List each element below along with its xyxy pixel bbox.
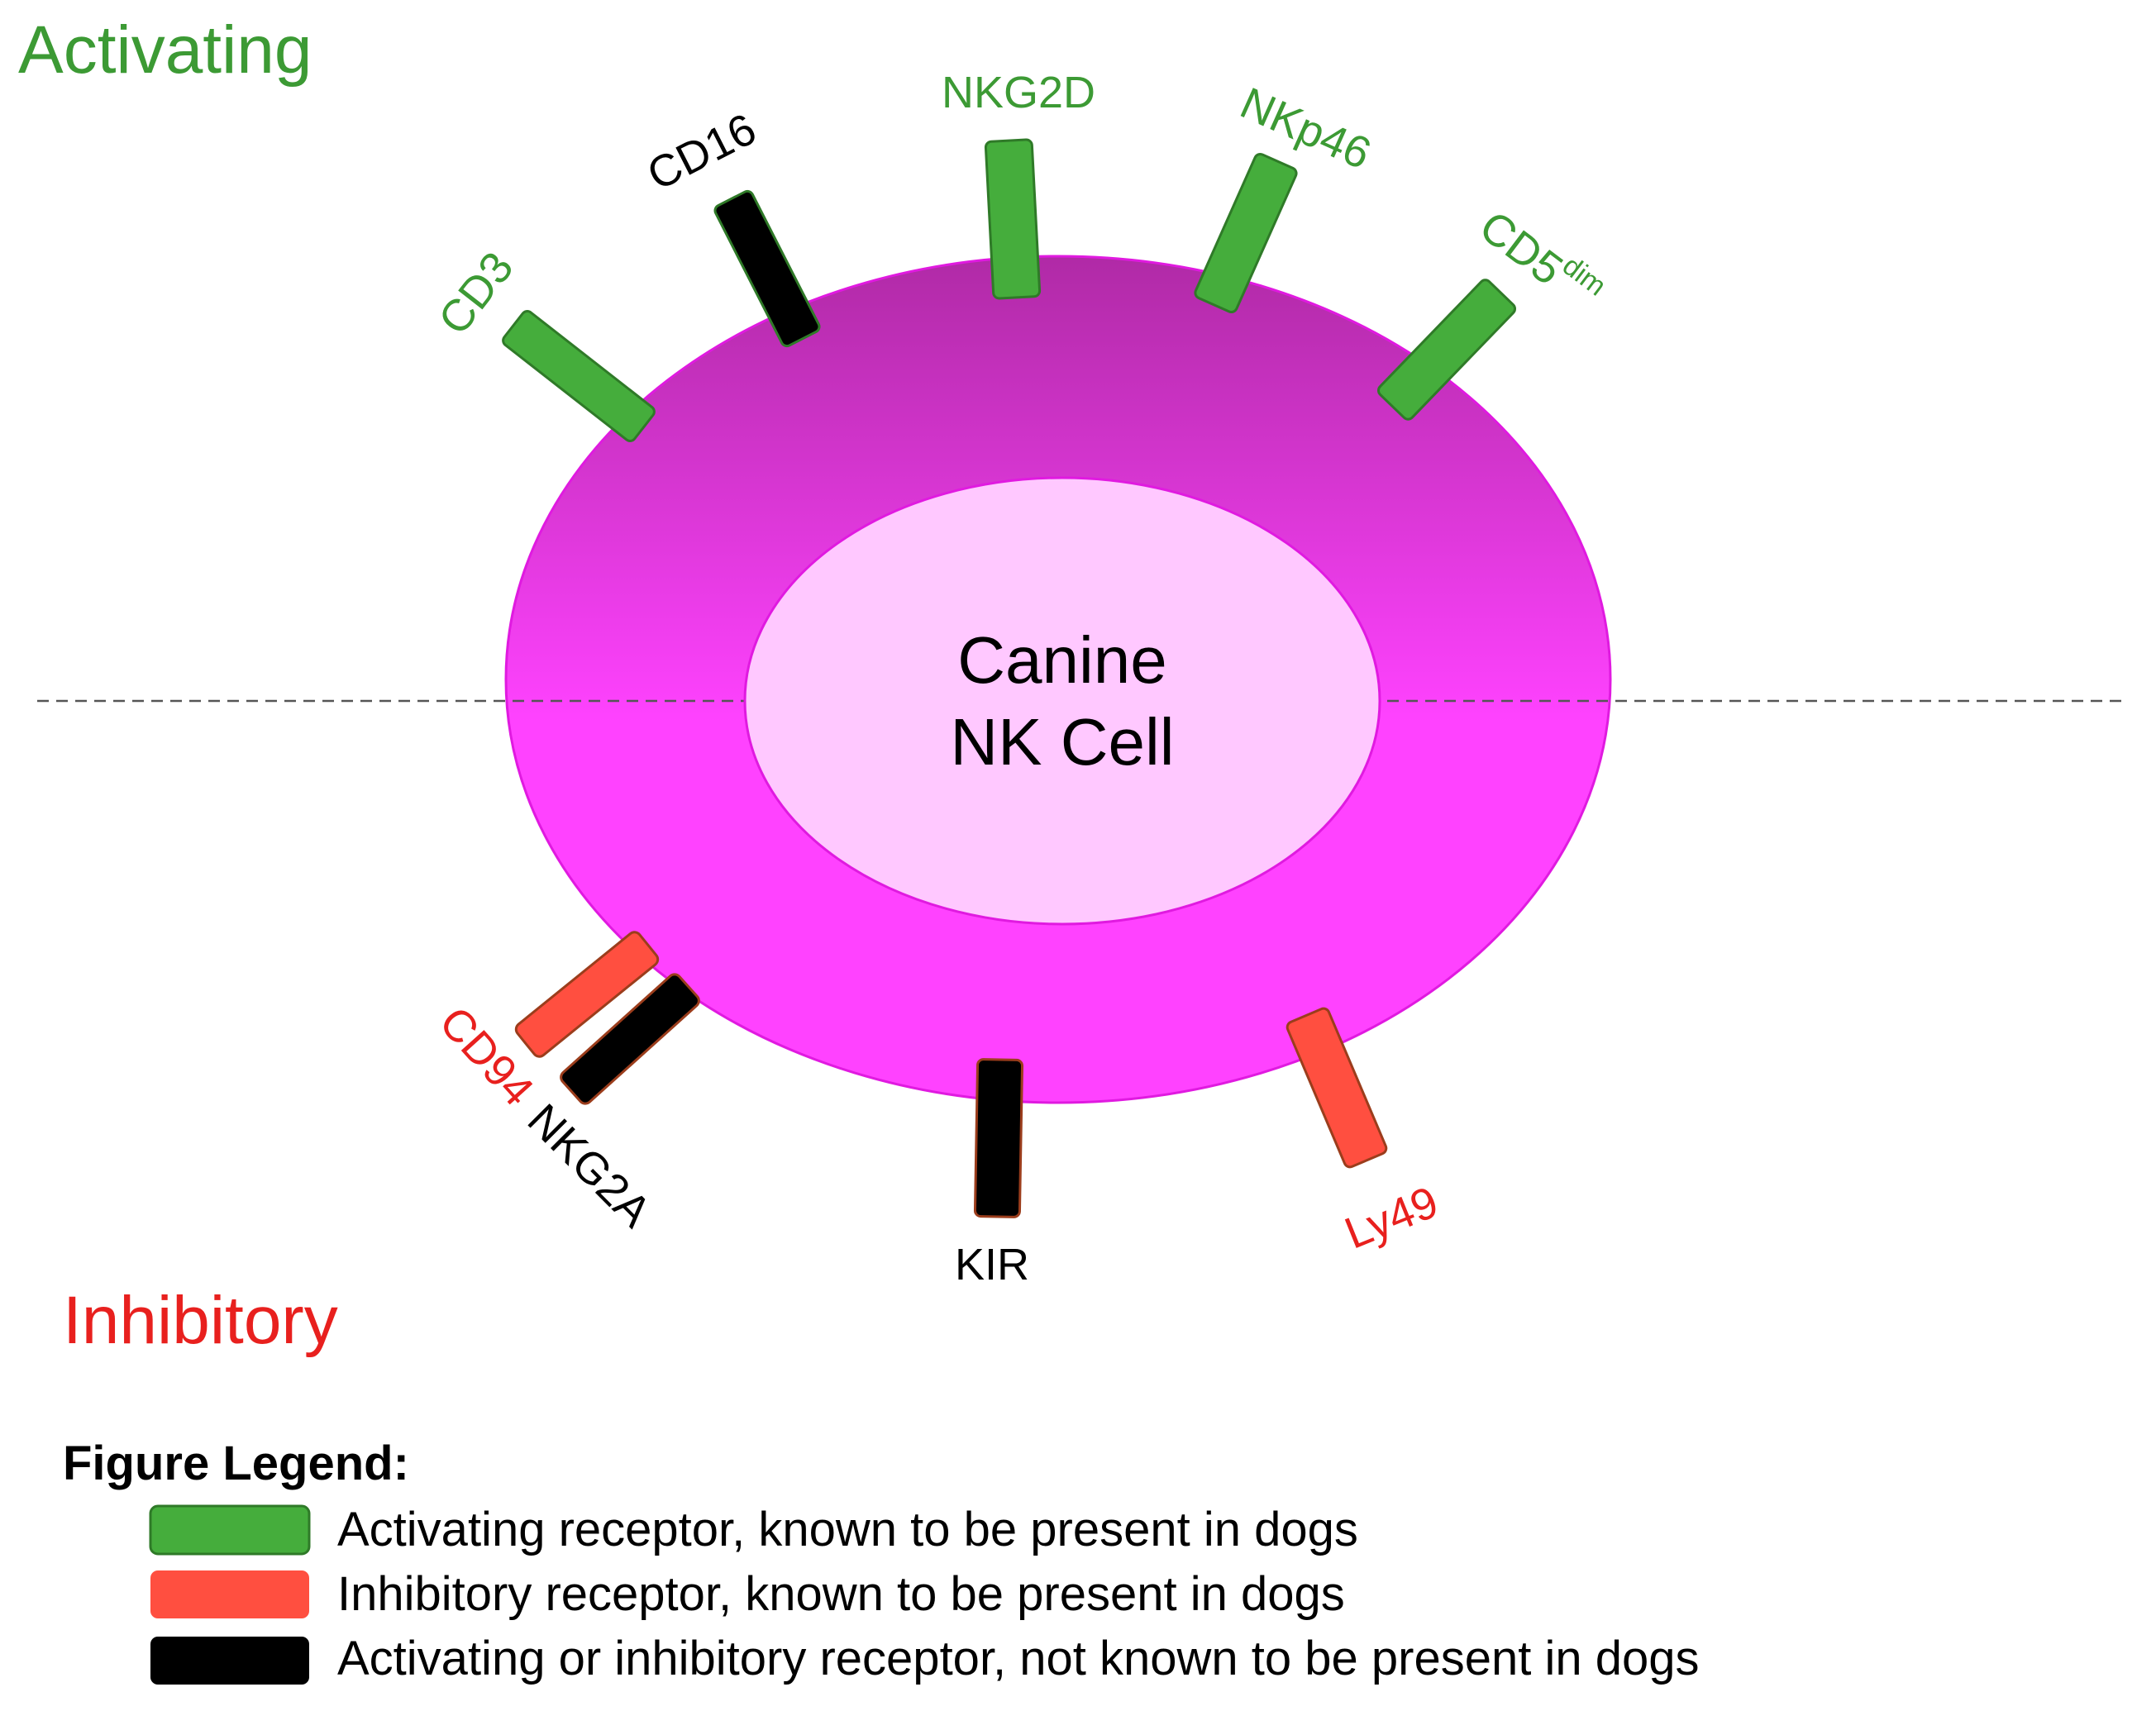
- legend-item-activating: Activating receptor, known to be present…: [337, 1503, 1358, 1556]
- receptor-cd3-label: CD3: [429, 243, 523, 344]
- receptor-cd5: [1376, 279, 1517, 421]
- receptor-cd16-label: CD16: [640, 104, 764, 200]
- receptor-nkg2d-bar: [984, 138, 1042, 300]
- cell-label-line2: NK Cell: [950, 705, 1174, 779]
- receptor-ly49-bar: [1285, 1007, 1388, 1169]
- receptor-nkg2a-label: NKG2A: [518, 1094, 661, 1237]
- receptor-nkg2d: [984, 138, 1042, 300]
- legend-swatch-inhibitory: [150, 1570, 309, 1618]
- receptor-kir-label: KIR: [955, 1240, 1029, 1289]
- inhibitory-region-label: Inhibitory: [63, 1283, 338, 1358]
- legend-item-unknown: Activating or inhibitory receptor, not k…: [337, 1632, 1700, 1685]
- cell-label-line1: Canine: [957, 623, 1167, 697]
- receptor-cd3-bar: [502, 310, 656, 442]
- receptor-cd16: [713, 189, 821, 348]
- receptor-cd3: [502, 310, 656, 442]
- activating-region-label: Activating: [18, 12, 312, 88]
- receptor-nkg2a-bar: [560, 973, 700, 1105]
- receptor-ly49: [1285, 1007, 1388, 1169]
- receptor-nkp46-bar: [1194, 152, 1298, 314]
- receptor-nkp46: [1194, 152, 1298, 314]
- legend-item-inhibitory: Inhibitory receptor, known to be present…: [337, 1567, 1345, 1621]
- receptor-kir-bar: [973, 1058, 1024, 1218]
- receptor-nkg2d-label: NKG2D: [942, 68, 1095, 117]
- receptor-kir: [973, 1058, 1024, 1218]
- receptor-nkg2a: [560, 973, 700, 1105]
- receptor-cd16-bar: [713, 189, 821, 348]
- receptor-cd94: [514, 931, 660, 1058]
- cell-nucleus: [743, 476, 1381, 926]
- legend-title: Figure Legend:: [63, 1437, 409, 1490]
- legend-swatch-unknown: [150, 1637, 309, 1685]
- legend-swatch-activating: [149, 1504, 311, 1556]
- receptor-ly49-label: Ly49: [1338, 1177, 1445, 1259]
- receptor-cd5-bar: [1376, 279, 1517, 421]
- receptor-cd94-bar: [514, 931, 660, 1058]
- receptor-cd94-label: CD94: [430, 998, 543, 1116]
